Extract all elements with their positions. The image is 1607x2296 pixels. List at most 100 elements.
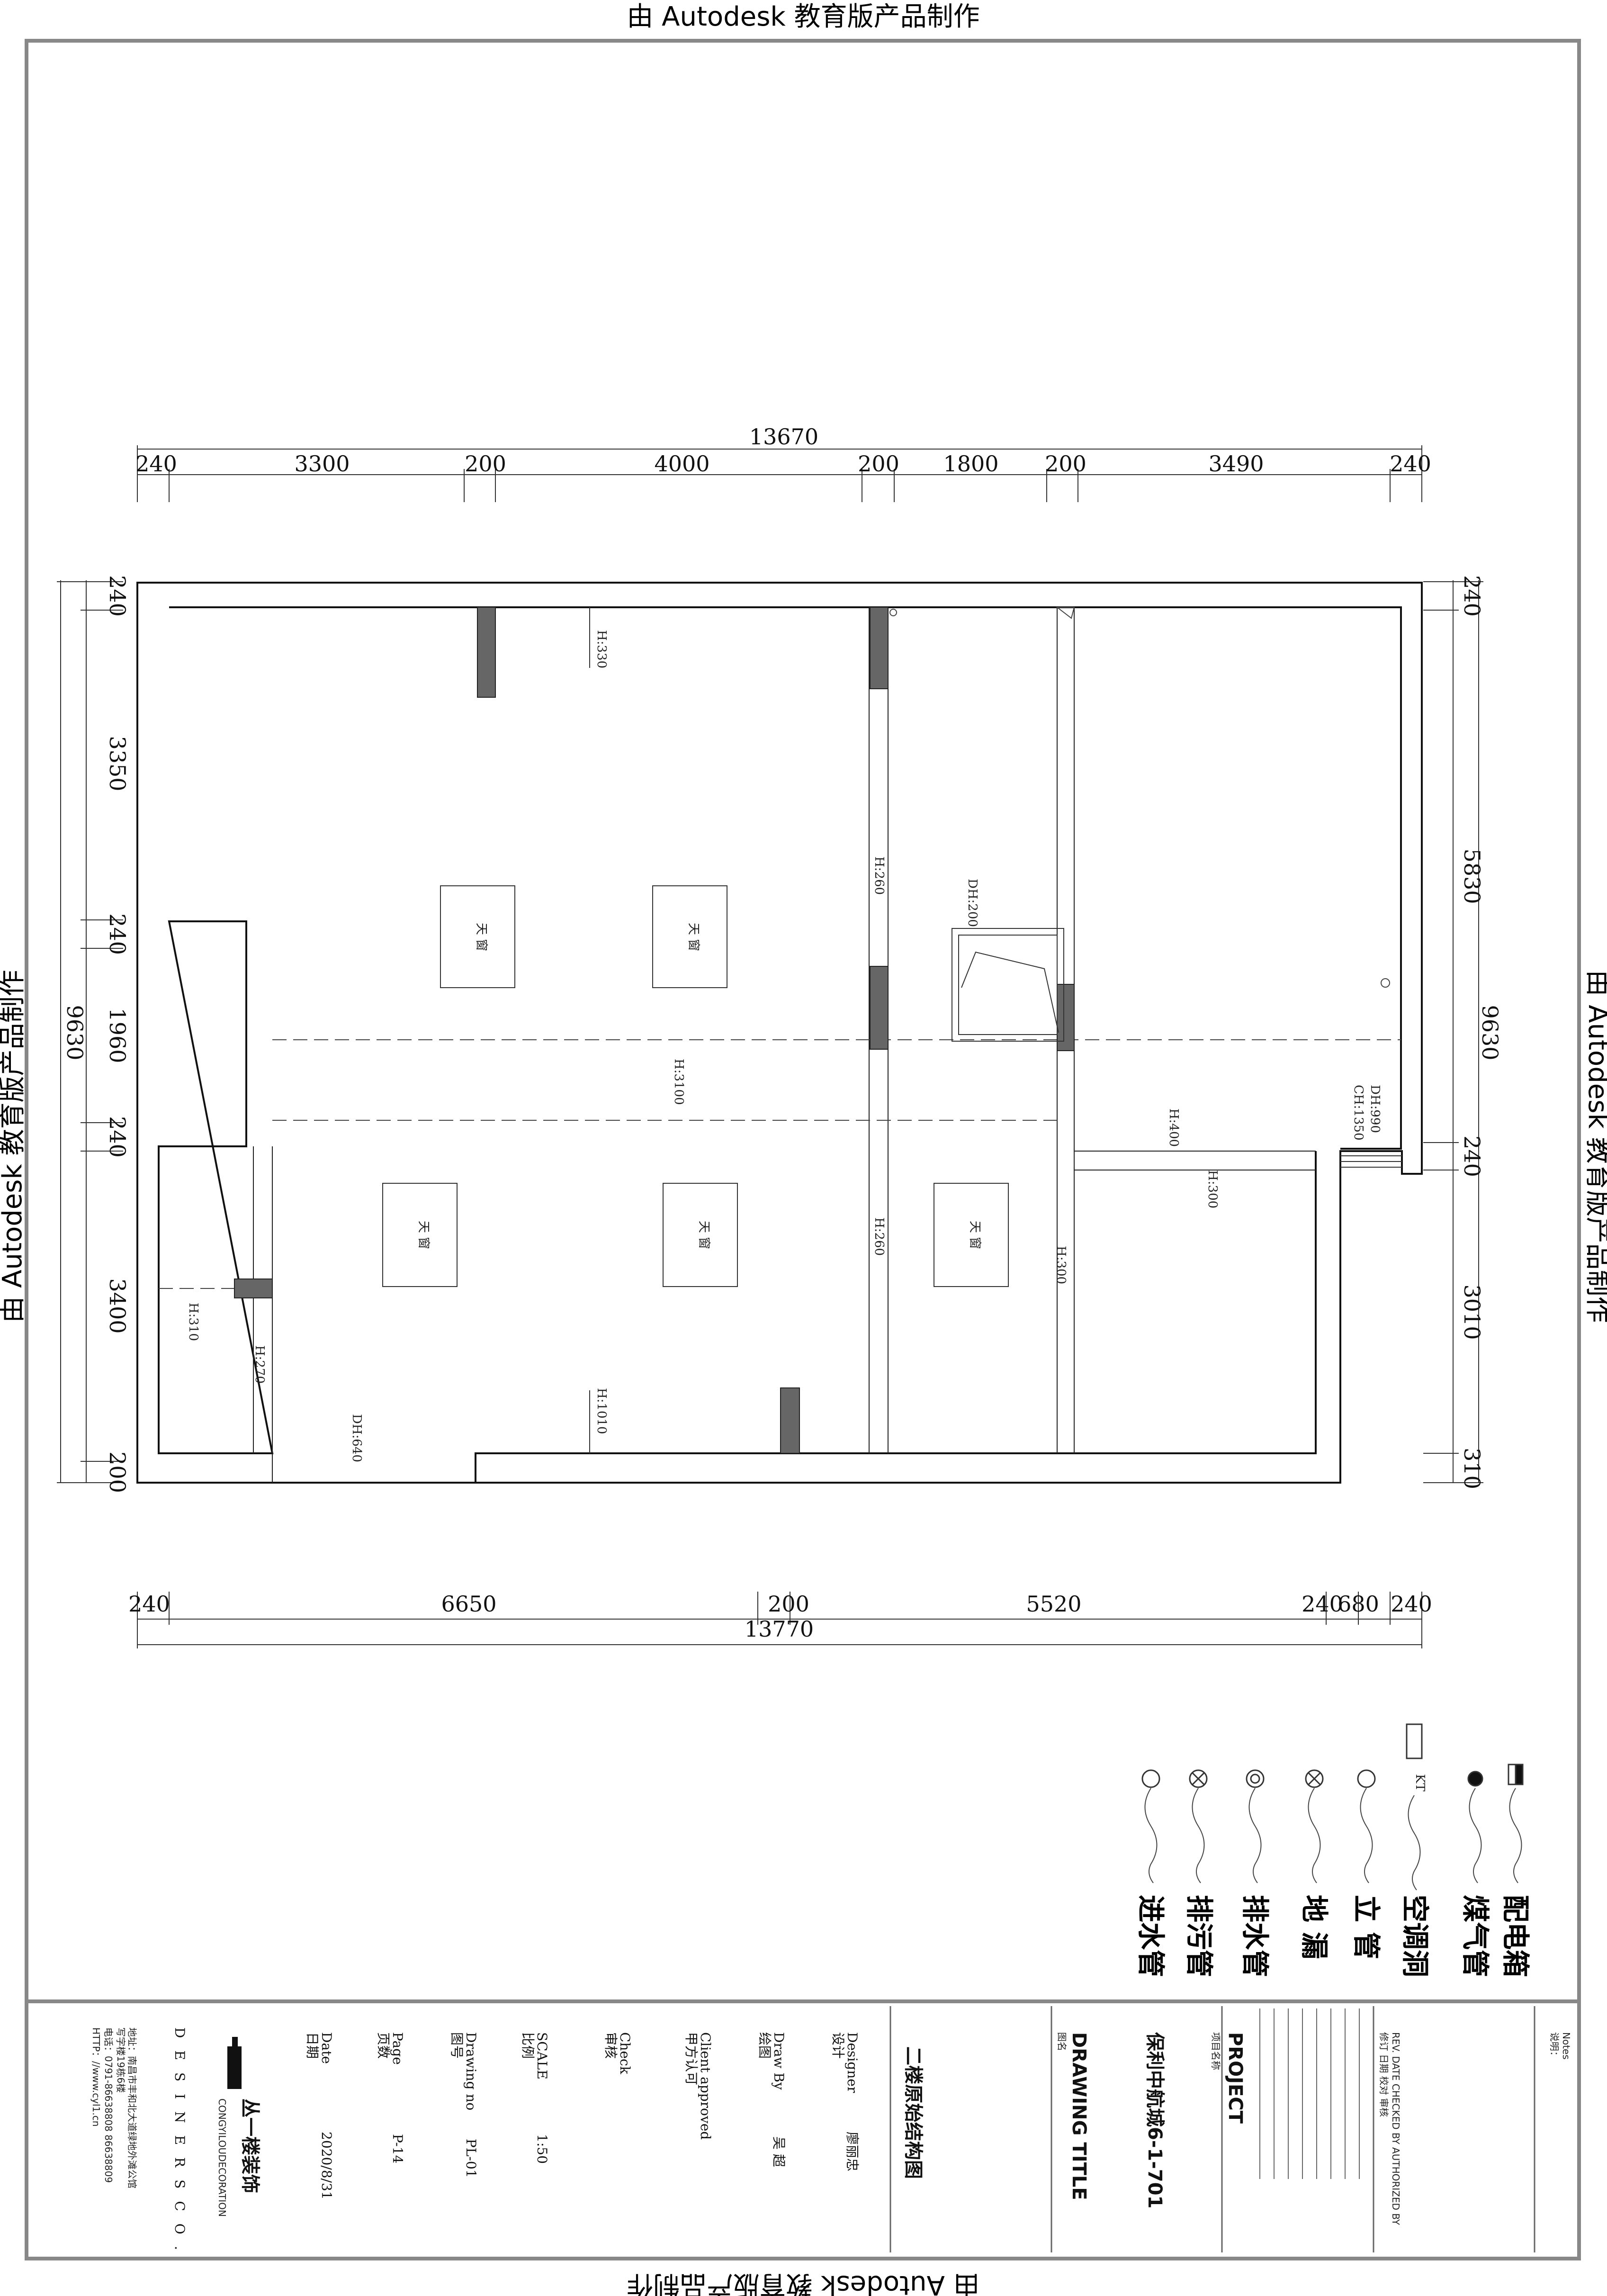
dim-top-6: 200 xyxy=(1045,451,1086,477)
dim-top-total: 13670 xyxy=(749,424,818,450)
tb-date-label: Date xyxy=(319,2032,334,2064)
legend-kt-tag: KT xyxy=(1413,1774,1427,1792)
dim-left-6: 200 xyxy=(105,1451,130,1493)
legend-sewage-pipe: 排污管 xyxy=(1183,1895,1215,1977)
company-logo xyxy=(227,2037,242,2089)
legend-drain-pipe: 排水管 xyxy=(1239,1895,1271,1977)
tb-phone: 电话：0791-86638808 86638809 xyxy=(103,2027,114,2183)
top-dimension-chain xyxy=(137,445,1422,502)
tb-drawing-title-cn: 图名 xyxy=(1056,2032,1068,2051)
tb-drawing-title-label: DRAWING TITLE xyxy=(1068,2032,1090,2200)
dim-bottom-2: 200 xyxy=(768,1591,809,1617)
tb-rev-header-cn: 修订 日期 校对 审核 xyxy=(1378,2032,1390,2117)
height-labels: H:330 H:260 H:260 DH:200 H:3100 DH:990 C… xyxy=(186,607,1382,1462)
dim-bottom-4: 240 xyxy=(1302,1591,1343,1617)
tb-date-value: 2020/8/31 xyxy=(319,2132,334,2200)
dim-left-total: 9630 xyxy=(62,1005,88,1060)
legend-inlet-pipe: 进水管 xyxy=(1135,1895,1167,1977)
tb-drawing-name: 二楼原始结构图 xyxy=(902,2046,924,2179)
legend-gas-pipe: 煤气管 xyxy=(1459,1895,1491,1977)
legend-riser: 立 管 xyxy=(1350,1895,1383,1959)
sheet-border xyxy=(25,39,1581,2260)
dim-top-8: 240 xyxy=(1390,451,1431,477)
tb-check-cn: 审核 xyxy=(603,2032,619,2059)
dim-left-5: 3400 xyxy=(105,1278,130,1333)
tb-date-cn: 日期 xyxy=(305,2032,320,2059)
label-h260a: H:260 xyxy=(872,856,886,895)
stair-opening xyxy=(952,928,1064,1042)
tb-rev-header: REV. DATE CHECKED BY AUTHORIZED BY xyxy=(1390,2032,1401,2225)
left-dimension-chain xyxy=(57,580,123,1483)
skylight-label-3: 天 窗 xyxy=(416,1221,431,1249)
title-block: Notes 说明： REV. DATE CHECKED BY AUTHORIZE… xyxy=(90,2006,1572,2262)
tb-client-cn: 甲方认可 xyxy=(683,2032,699,2085)
gas-pipe-marker xyxy=(1056,607,1075,619)
tb-page-value: P-14 xyxy=(390,2134,405,2163)
dim-right-4: 310 xyxy=(1459,1448,1485,1489)
watermark-top: 由 Autodesk 教育版产品制作 xyxy=(627,1,979,32)
tb-company-letters: DESINERSCO. xyxy=(172,2027,188,2262)
tb-drawing-no-value: PL-01 xyxy=(463,2139,479,2178)
watermark-right: 由 Autodesk 教育版产品制作 xyxy=(1582,970,1607,1323)
dim-right-3: 3010 xyxy=(1459,1284,1485,1340)
bay-window xyxy=(1340,1155,1402,1168)
tb-drawing-no-label: Drawing no xyxy=(463,2032,479,2110)
label-h310: H:310 xyxy=(186,1303,200,1341)
skylight-label-5: 天 窗 xyxy=(968,1221,982,1249)
label-h330: H:330 xyxy=(594,630,609,668)
tb-draw-cn: 绘图 xyxy=(757,2032,772,2059)
dim-bottom-5: 680 xyxy=(1338,1591,1379,1617)
dim-bottom-total: 13770 xyxy=(745,1616,814,1642)
dim-left-0: 240 xyxy=(105,575,130,617)
dim-bottom-3: 5520 xyxy=(1026,1591,1081,1617)
legend-distribution-box: 配电箱 xyxy=(1499,1895,1532,1977)
dim-right-0: 240 xyxy=(1459,575,1485,617)
revision-table xyxy=(1259,2008,1360,2179)
dim-left-4: 240 xyxy=(105,1116,130,1158)
tb-notes-label: Notes xyxy=(1561,2032,1572,2060)
tb-scale-value: 1:50 xyxy=(534,2134,550,2164)
tb-designer-value: 廖丽忠 xyxy=(844,2132,860,2171)
watermark-bottom: 由 Autodesk 教育版产品制作 xyxy=(627,2269,979,2296)
legend-leaders xyxy=(1144,1788,1522,1891)
tb-draw-label: Draw By xyxy=(771,2032,787,2090)
tb-draw-value: 吴 超 xyxy=(771,2136,787,2167)
tb-project-label: PROJECT xyxy=(1224,2032,1246,2124)
label-h270: H:270 xyxy=(252,1345,267,1384)
label-h1010: H:1010 xyxy=(594,1388,609,1434)
legend-symbols xyxy=(1141,1723,1524,1788)
dim-top-5: 1800 xyxy=(943,451,998,477)
bottom-dimension-chain xyxy=(137,1592,1422,1648)
dim-top-0: 240 xyxy=(135,451,177,477)
tb-page-label: Page xyxy=(390,2032,405,2065)
label-h300b: H:300 xyxy=(1054,1246,1068,1284)
dim-top-1: 3300 xyxy=(294,451,350,477)
skylight-label-4: 天 窗 xyxy=(697,1221,711,1249)
tb-client-label: Client approved xyxy=(698,2032,713,2140)
dim-right-1: 5830 xyxy=(1459,848,1485,904)
riser-marker-top xyxy=(889,609,897,616)
watermark-left: 由 Autodesk 教育版产品制作 xyxy=(0,970,28,1323)
tb-company-cn: 丛一楼装饰 xyxy=(239,2098,261,2193)
tb-check-label: Check xyxy=(617,2032,633,2075)
tb-page-cn: 页数 xyxy=(376,2032,391,2059)
dim-top-3: 4000 xyxy=(654,451,709,477)
tb-scale-cn: 比例 xyxy=(520,2032,536,2059)
label-ch1350: CH:1350 xyxy=(1351,1085,1365,1141)
dim-bottom-1: 6650 xyxy=(441,1591,496,1617)
tb-designer-label: Designer xyxy=(844,2032,860,2093)
titleblock-lines xyxy=(889,2006,1535,2252)
legend: KT 配电箱 煤气管 空调洞 立 管 地 漏 排水管 排污管 进水管 xyxy=(1135,1723,1532,1977)
label-h300a: H:300 xyxy=(1205,1170,1220,1208)
label-h3100: H:3100 xyxy=(672,1059,686,1105)
tb-company-en: CONGYILOUDECORATION xyxy=(216,2098,228,2217)
tb-project-value: 保利中航城6-1-701 xyxy=(1144,2032,1166,2208)
skylight-label-1: 天 窗 xyxy=(474,923,488,951)
tb-scale-label: SCALE xyxy=(534,2032,550,2080)
tb-http: HTTP：//www.cyl1.cn xyxy=(90,2027,102,2126)
beam-dashed-lines xyxy=(159,1039,1401,1289)
walls xyxy=(136,582,1423,1484)
label-dh200: DH:200 xyxy=(965,879,979,927)
skylights xyxy=(382,885,1009,1287)
